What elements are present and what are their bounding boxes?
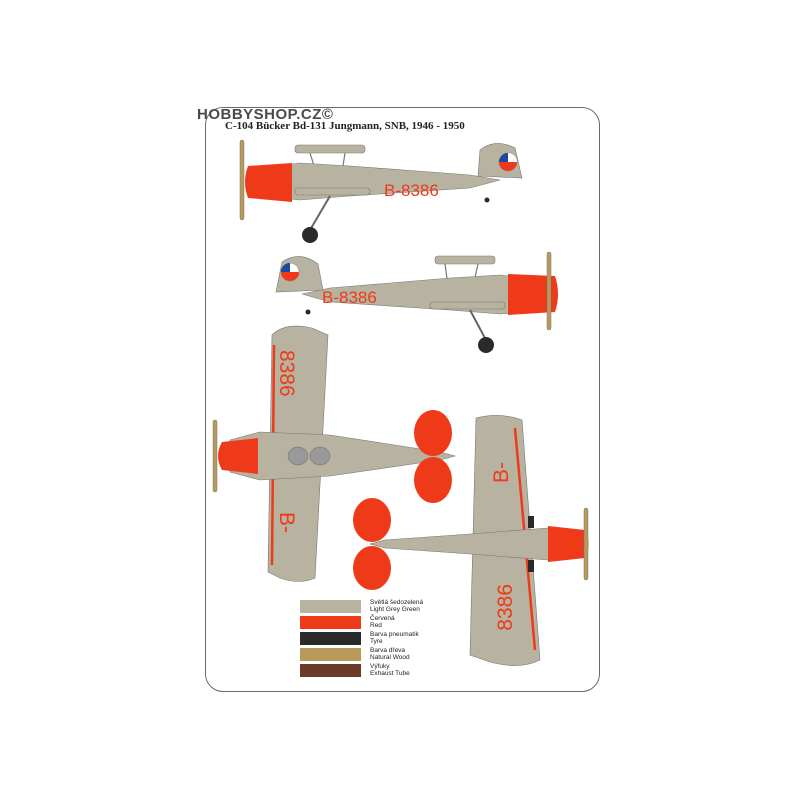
watermark: HOBBYSHOP.CZ©	[197, 106, 334, 123]
legend-label-cz: Výfuky	[370, 663, 390, 670]
sheet-title: C-104 Bücker Bd-131 Jungmann, SNB, 1946 …	[225, 120, 465, 132]
top-view	[212, 325, 457, 582]
legend-swatch	[300, 600, 361, 613]
legend-item: Světlá šedozelená Light Grey Green	[300, 598, 500, 616]
legend-label-cz: Světlá šedozelená	[370, 599, 424, 606]
legend-label-cz: Barva pneumatik	[370, 631, 419, 638]
bottom-wing-prefix: B-	[490, 462, 513, 483]
legend-swatch	[300, 632, 361, 645]
top-wing-prefix: B-	[275, 512, 298, 533]
top-wing-number: 8386	[275, 350, 298, 397]
legend-label-en: Tyre	[370, 638, 383, 645]
czech-roundel-icon	[280, 262, 300, 282]
legend-label-en: Red	[370, 622, 382, 629]
side-view-left	[239, 139, 523, 243]
side-left-registration: B-8386	[384, 181, 439, 200]
legend-swatch	[300, 664, 361, 677]
legend-item: Červená Red	[300, 614, 500, 632]
czech-roundel-icon	[498, 152, 518, 172]
legend-item: Výfuky Exhaust Tube	[300, 662, 500, 680]
bottom-view	[353, 415, 589, 666]
legend-swatch	[300, 648, 361, 661]
legend-label-en: Light Grey Green	[370, 606, 420, 613]
side-right-registration: B-8386	[322, 288, 377, 307]
legend-label-en: Exhaust Tube	[370, 670, 410, 677]
legend-label-en: Natural Wood	[370, 654, 410, 661]
legend-item: Barva pneumatik Tyre	[300, 630, 500, 648]
bottom-wing-number: 8386	[494, 584, 517, 631]
side-view-right	[275, 251, 558, 353]
legend-label-cz: Barva dřeva	[370, 647, 406, 654]
legend-label-cz: Červená	[370, 615, 395, 622]
legend-item: Barva dřeva Natural Wood	[300, 646, 500, 664]
legend-swatch	[300, 616, 361, 629]
